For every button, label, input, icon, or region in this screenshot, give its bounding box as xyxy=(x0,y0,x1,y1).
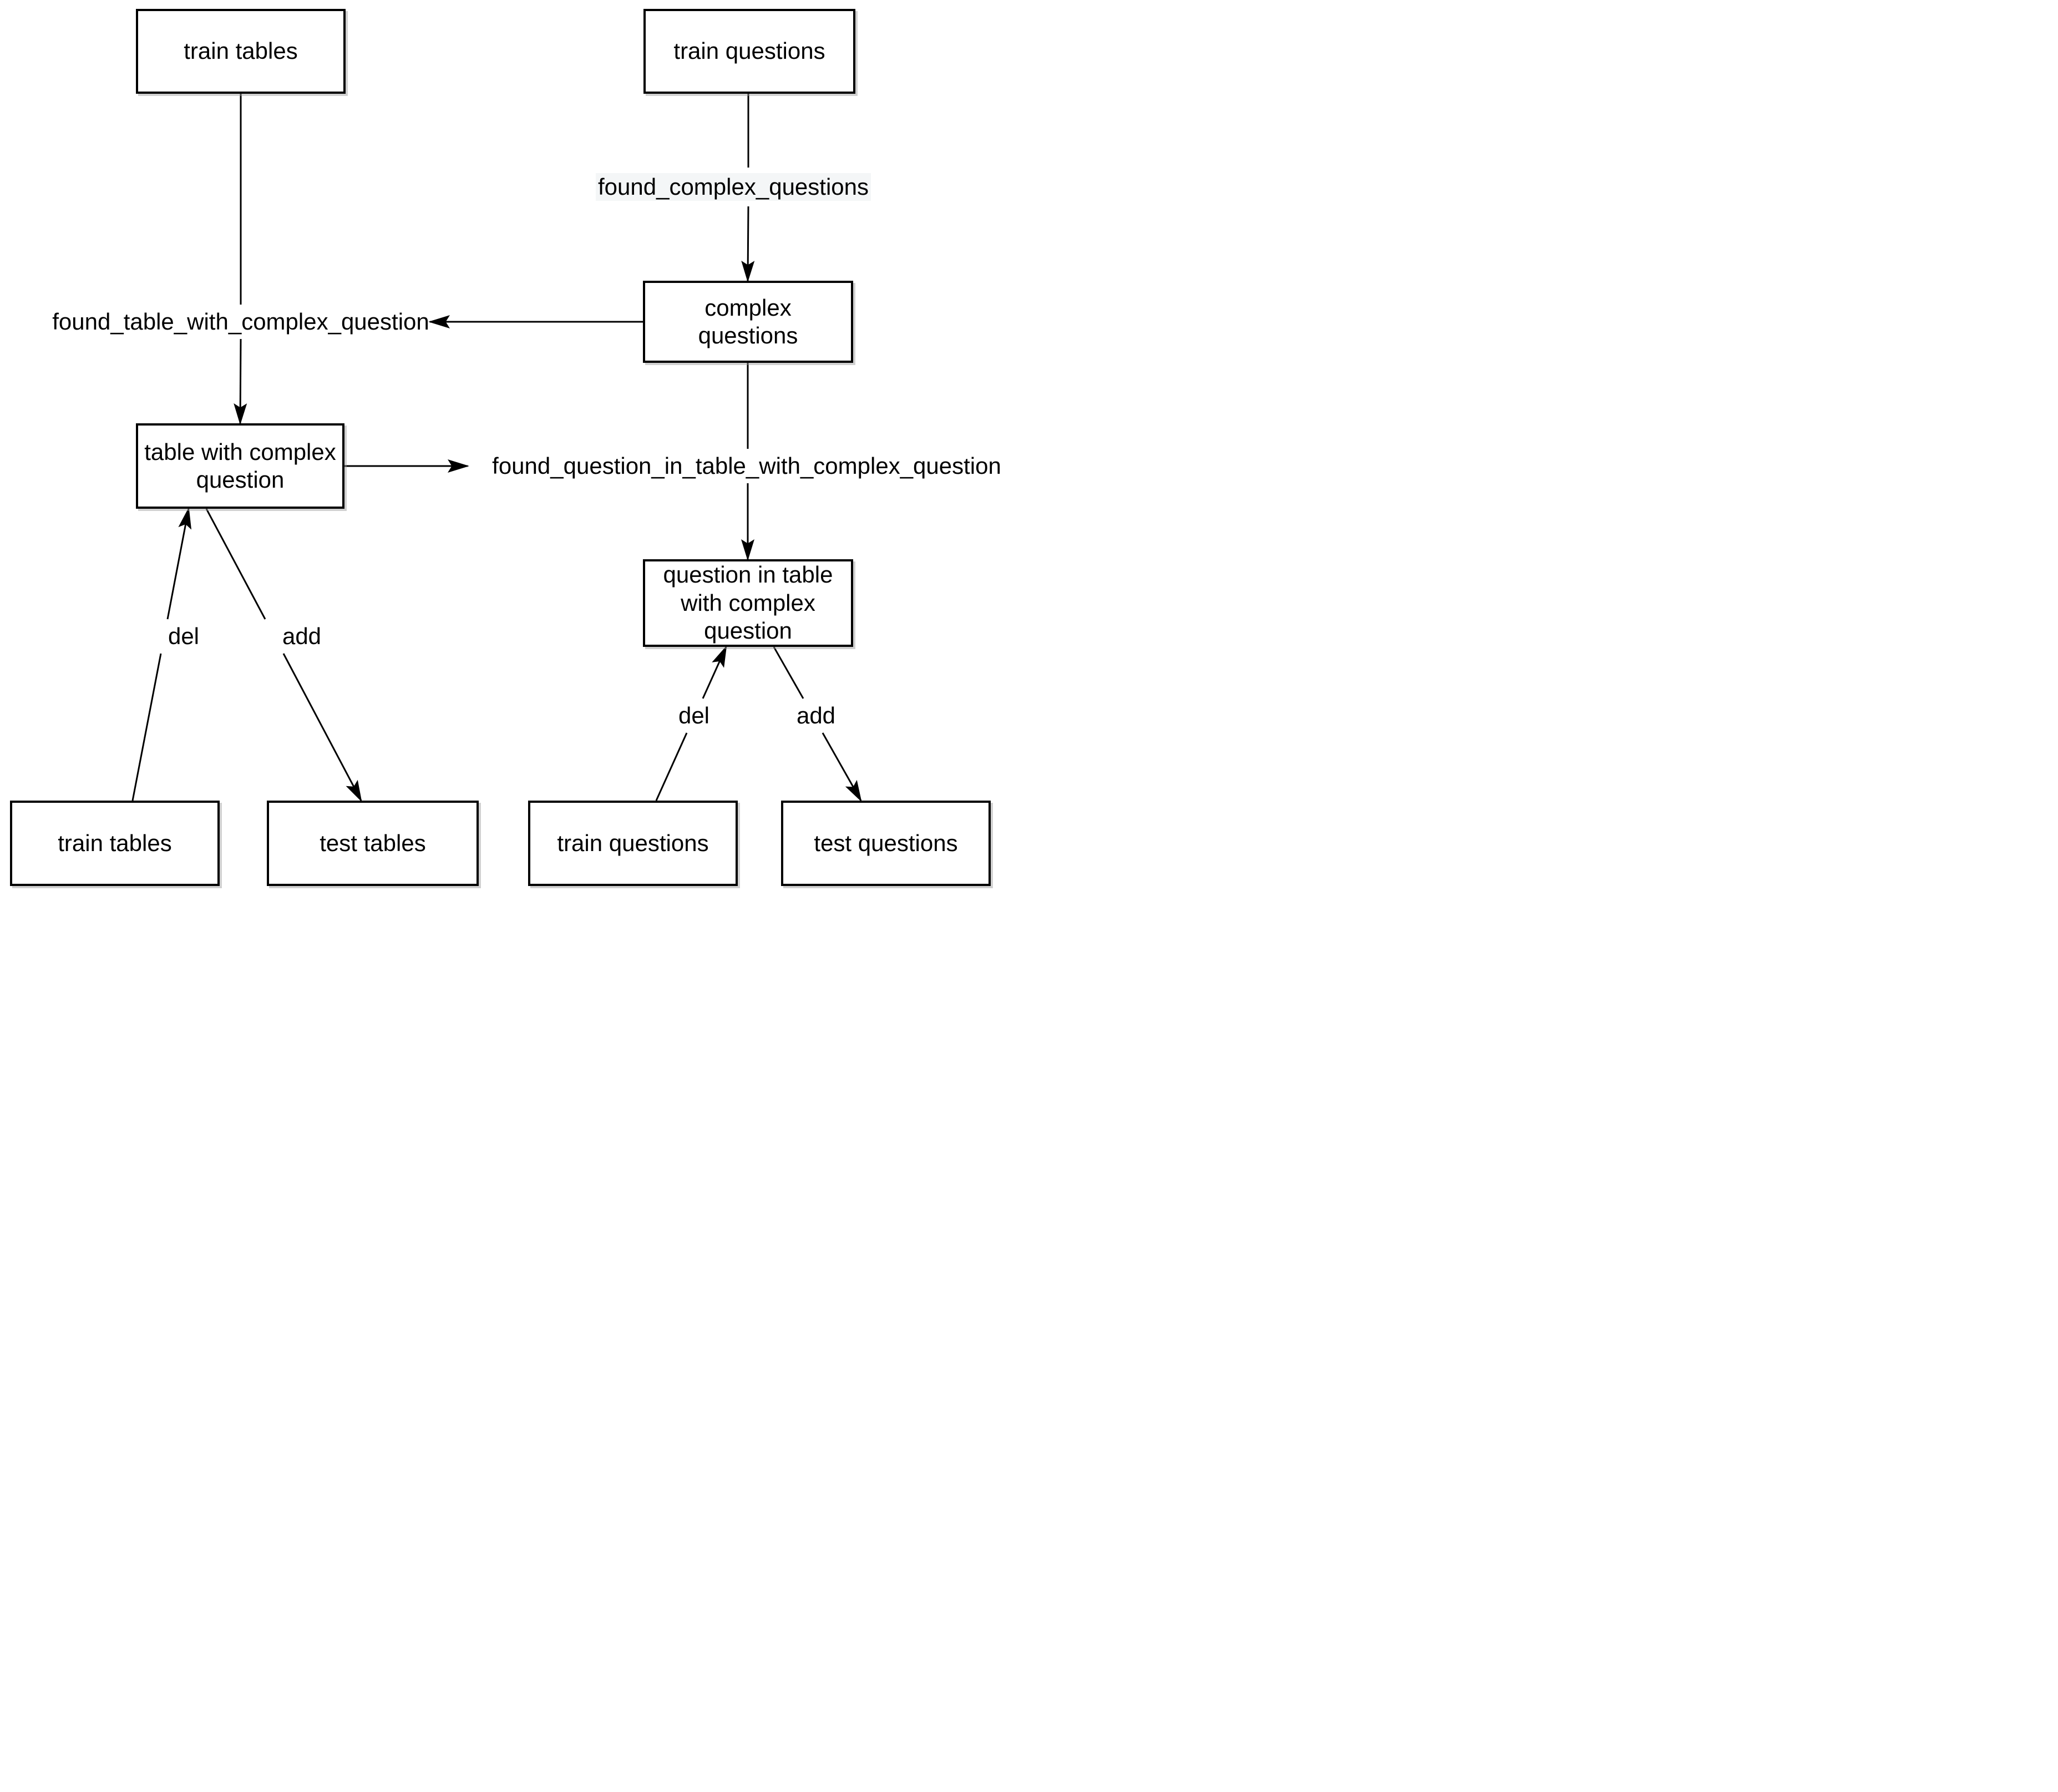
node-train-tables-bottom: train tables xyxy=(10,801,220,886)
node-complex-questions: complex questions xyxy=(643,281,853,363)
node-train-tables-top: train tables xyxy=(136,9,346,94)
edge-add-left-lower-arrow xyxy=(282,653,362,802)
edge-add-right-lower-arrow xyxy=(822,732,862,802)
node-table-with-complex-question: table with complex question xyxy=(136,423,344,509)
edge-label-found-table-with-complex-question: found_table_with_complex_question xyxy=(52,308,429,335)
node-label: train tables xyxy=(184,38,298,64)
node-train-questions-top: train questions xyxy=(643,9,855,94)
node-train-questions-bottom: train questions xyxy=(528,801,738,886)
edges-layer xyxy=(131,94,862,802)
edge-traintables-to-table-lower-arrow xyxy=(234,338,247,425)
node-label: complex questions xyxy=(698,294,798,348)
node-label: test tables xyxy=(320,829,426,856)
node-test-questions: test questions xyxy=(781,801,991,886)
edge-add-left-upper xyxy=(205,508,266,620)
edge-del-right-lower xyxy=(655,732,688,801)
node-label: train tables xyxy=(58,829,172,856)
edge-label-found-complex-questions: found_complex_questions xyxy=(595,173,871,201)
node-label: train questions xyxy=(557,829,709,856)
edge-del-left-upper-arrow xyxy=(166,507,192,620)
edge-label-del-left: del xyxy=(168,623,200,649)
node-label: test questions xyxy=(814,829,958,856)
edge-label-found-question-in-table-with-complex-question: found_question_in_table_with_complex_que… xyxy=(492,453,1001,479)
node-label: train questions xyxy=(673,38,825,64)
node-label: table with complex question xyxy=(144,438,336,493)
edge-add-right-upper xyxy=(773,646,804,699)
flow-diagram: train tables train questions complex que… xyxy=(0,0,1029,896)
edge-label-add-right: add xyxy=(796,702,836,728)
edge-label-del-right: del xyxy=(678,702,710,728)
edge-del-right-upper-arrow xyxy=(702,645,727,699)
edge-label-add-left: add xyxy=(282,623,322,649)
node-label: question in table with complex question xyxy=(663,561,833,644)
node-question-in-table-with-complex-question: question in table with complex question xyxy=(643,559,853,647)
edge-del-left-lower xyxy=(131,653,162,801)
node-test-tables: test tables xyxy=(267,801,479,886)
